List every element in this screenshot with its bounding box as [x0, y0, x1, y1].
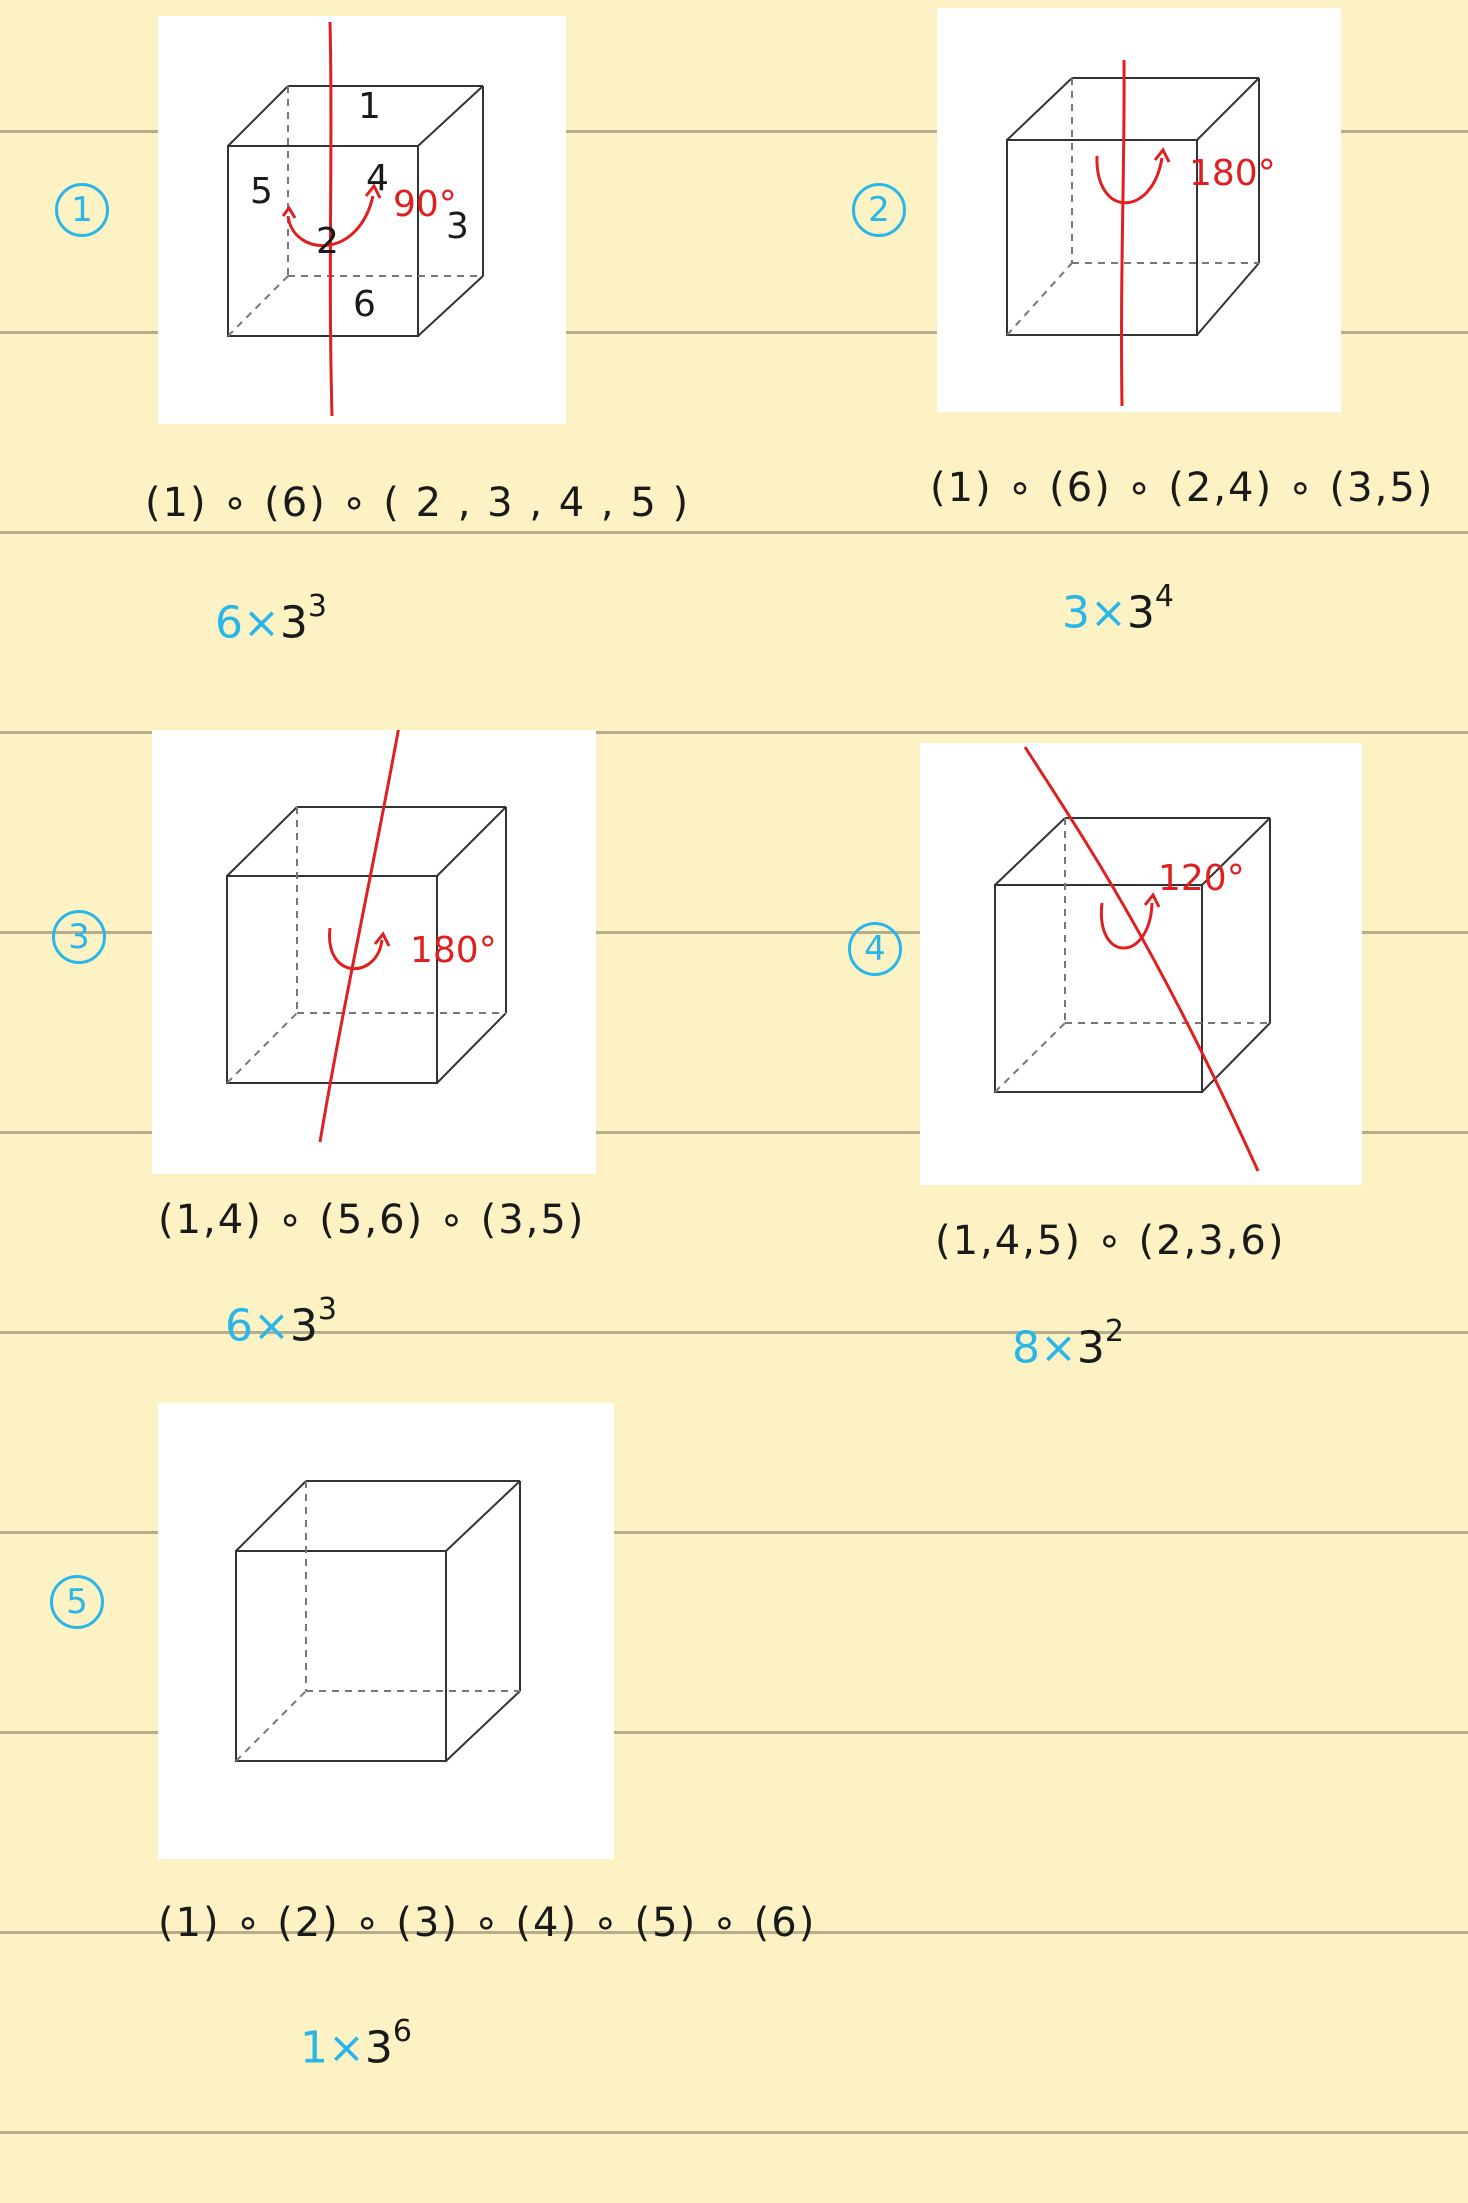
cube-diagram-5 — [235, 1480, 521, 1762]
formula-base: 3 — [1076, 1322, 1105, 1374]
rotation-angle: 180° — [1189, 153, 1276, 194]
panel-5-number: 5 — [50, 1575, 104, 1629]
formula-exponent: 4 — [1154, 579, 1174, 614]
panel-3-cube-card: 180° — [152, 730, 596, 1174]
formula-exponent: 3 — [307, 589, 327, 624]
ruled-line — [0, 731, 1468, 734]
face-label-3: 3 — [446, 206, 469, 247]
ruled-line — [0, 2131, 1468, 2134]
cube-diagram-3 — [226, 730, 507, 1143]
panel-3-orbits: (1,4) ∘ (5,6) ∘ (3,5) — [158, 1197, 586, 1243]
ruled-line — [0, 1331, 1468, 1334]
formula-exponent: 3 — [317, 1292, 337, 1327]
panel-1-number: 1 — [55, 183, 109, 237]
panel-2-formula: 3×34 — [1062, 579, 1174, 639]
panel-4-orbits: (1,4,5) ∘ (2,3,6) — [935, 1218, 1286, 1264]
rotation-angle: 120° — [1158, 858, 1245, 899]
formula-base: 3 — [1126, 587, 1155, 639]
formula-coefficient: 6× — [215, 597, 280, 649]
panel-1-orbits: (1) ∘ (6) ∘ ( 2 , 3 , 4 , 5 ) — [145, 480, 691, 526]
ruled-line — [0, 531, 1468, 534]
ruled-line — [0, 1931, 1468, 1934]
cube-diagram-4 — [994, 746, 1271, 1172]
face-label-6: 6 — [353, 284, 376, 325]
ruled-line — [0, 1731, 1468, 1734]
formula-base: 3 — [289, 1300, 318, 1352]
formula-base: 3 — [364, 2022, 393, 2074]
panel-5-cube-card — [158, 1403, 614, 1859]
formula-exponent: 2 — [1104, 1314, 1124, 1349]
panel-3-number: 3 — [52, 910, 106, 964]
ruled-line — [0, 1131, 1468, 1134]
panel-1-cube-card: 1 5 4 2 3 6 90° — [158, 16, 566, 424]
face-label-1: 1 — [358, 86, 381, 127]
panel-4-formula: 8×32 — [1012, 1314, 1124, 1374]
panel-4-cube-card: 120° — [920, 743, 1362, 1185]
panel-2-orbits: (1) ∘ (6) ∘ (2,4) ∘ (3,5) — [930, 465, 1435, 511]
ruled-line — [0, 331, 1468, 334]
panel-3-formula: 6×33 — [225, 1292, 337, 1352]
formula-base: 3 — [279, 597, 308, 649]
cube-diagram-1 — [227, 21, 484, 417]
panel-5-formula: 1×36 — [300, 2014, 412, 2074]
ruled-line — [0, 931, 1468, 934]
ruled-line — [0, 130, 1468, 133]
panel-2-cube-card: 180° — [937, 8, 1341, 412]
formula-coefficient: 6× — [225, 1300, 290, 1352]
rotation-angle: 90° — [393, 184, 457, 225]
formula-coefficient: 3× — [1062, 587, 1127, 639]
formula-coefficient: 8× — [1012, 1322, 1077, 1374]
rotation-angle: 180° — [410, 930, 497, 971]
panel-2-number: 2 — [852, 183, 906, 237]
panel-5-orbits: (1) ∘ (2) ∘ (3) ∘ (4) ∘ (5) ∘ (6) — [158, 1900, 817, 1946]
face-label-2: 2 — [316, 221, 339, 262]
panel-1-formula: 6×33 — [215, 589, 327, 649]
formula-coefficient: 1× — [300, 2022, 365, 2074]
formula-exponent: 6 — [392, 2014, 412, 2049]
panel-4-number: 4 — [848, 922, 902, 976]
cube-diagram-2 — [1006, 59, 1260, 407]
face-label-4: 4 — [366, 158, 389, 199]
ruled-line — [0, 1531, 1468, 1534]
face-label-5: 5 — [250, 171, 273, 212]
